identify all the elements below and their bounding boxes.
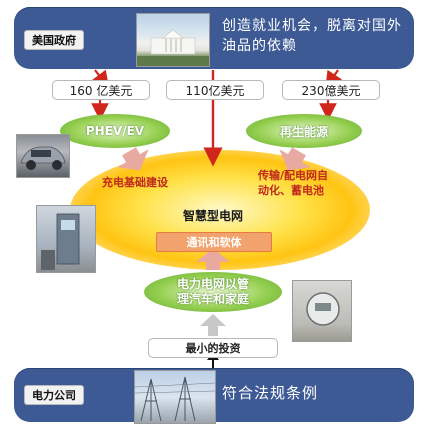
funding-box-1: 160 亿美元 — [52, 80, 150, 100]
renewables-ellipse: 再生能源 — [246, 114, 362, 148]
utility-slogan: 符合法规条例 — [222, 384, 319, 402]
smart-grid-title: 智慧型电网 — [182, 208, 243, 223]
pink-arrow-up — [196, 248, 230, 270]
government-tag: 美国政府 — [24, 30, 84, 50]
grid-management-line-1: 电力电网以管 — [176, 277, 249, 291]
gray-arrow-up — [200, 314, 226, 336]
charging-station-photo — [36, 205, 96, 273]
slogan-line-2: 油品的依赖 — [222, 38, 297, 54]
pink-arrow-left — [117, 147, 149, 171]
grid-management-line-2: 理汽车和家庭 — [176, 292, 249, 306]
grid-management-ellipse: 电力电网以管 理汽车和家庭 — [144, 272, 282, 312]
min-investment-box: 最小的投资 — [148, 338, 278, 358]
pink-arrow-right — [279, 147, 311, 171]
white-house-drawing — [137, 29, 209, 66]
electric-car-photo — [16, 134, 70, 178]
funding-box-2: 110亿美元 — [166, 80, 264, 100]
car-drawing — [20, 146, 66, 170]
phev-ev-ellipse: PHEV/EV — [60, 114, 170, 148]
charging-station-drawing — [41, 213, 80, 270]
power-station-drawing — [135, 376, 215, 422]
smart-meter-photo — [292, 280, 352, 342]
comms-software-box: 通讯和软体 — [156, 232, 272, 252]
meter-drawing — [306, 292, 340, 326]
transmission-label: 传输/配电网自 动化、蓄电池 — [258, 168, 358, 200]
power-station-photo — [134, 370, 216, 424]
white-house-photo — [136, 13, 210, 67]
transmission-label-line-1: 传输/配电网自 — [258, 169, 329, 182]
government-slogan: 创造就业机会，脱离对国外 油品的依赖 — [222, 16, 412, 60]
transmission-label-line-2: 动化、蓄电池 — [258, 184, 324, 197]
charging-infra-label: 充电基础建设 — [102, 176, 168, 189]
funding-box-3: 230億美元 — [282, 80, 380, 100]
utility-tag: 电力公司 — [24, 385, 84, 405]
slogan-line-1: 创造就业机会，脱离对国外 — [222, 18, 402, 34]
